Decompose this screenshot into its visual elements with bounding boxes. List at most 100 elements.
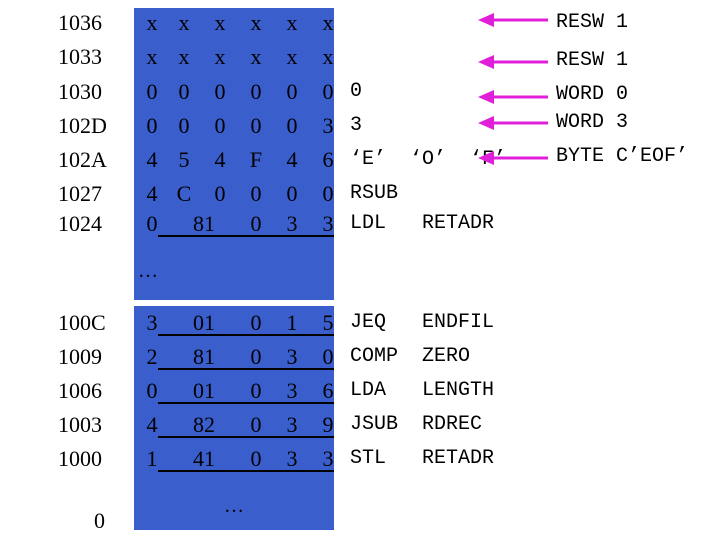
top-byte-2-5: 0 [322, 79, 334, 104]
top-byte-2-4: 0 [286, 79, 298, 104]
bottom-op-3: JSUB [350, 413, 399, 436]
top-byte-1-3: x [250, 44, 262, 69]
bottom-byte-3-4: 3 [286, 412, 298, 437]
bottom-ellipsis: … [224, 495, 244, 517]
top-byte-1-0: x [146, 44, 158, 69]
top-ellipsis: … [138, 260, 158, 282]
top-byte-2-2: 0 [214, 79, 226, 104]
top-byte-3-2: 0 [214, 113, 226, 138]
bottom-byte-0-1: 01 [193, 310, 215, 335]
top-byte-1-5: x [322, 44, 334, 69]
top-byte-4-4: 4 [286, 147, 298, 172]
top-op-5: RSUB [350, 182, 399, 205]
memory-block-lower [134, 306, 334, 530]
declaration-3: WORD 3 [556, 111, 629, 134]
bottom-byte-2-5: 6 [322, 378, 334, 403]
bottom-op-1: COMP [350, 345, 399, 368]
bottom-byte-4-5: 3 [322, 446, 334, 471]
bottom-byte-1-3: 0 [250, 344, 262, 369]
top-byte-4-0: 4 [146, 147, 158, 172]
top-byte-2-1: 0 [178, 79, 190, 104]
bottom-byte-2-4: 3 [286, 378, 298, 403]
top-byte-4-3: F [249, 147, 263, 172]
bottom-byte-4-4: 3 [286, 446, 298, 471]
top-operand-6: RETADR [422, 212, 495, 235]
top-address-0: 1036 [58, 10, 102, 35]
top-byte-4-5: 6 [322, 147, 334, 172]
declaration-2: WORD 0 [556, 83, 629, 106]
top-byte-0-5: x [322, 10, 334, 35]
top-op-6: LDL [350, 212, 387, 235]
top-byte-5-3: 0 [250, 181, 262, 206]
bottom-row-underline-0 [158, 334, 334, 336]
top-byte-0-1: x [178, 10, 190, 35]
bottom-byte-3-0: 4 [146, 412, 158, 437]
bottom-byte-1-0: 2 [146, 344, 158, 369]
top-byte-3-4: 0 [286, 113, 298, 138]
top-op-3: 3 [350, 114, 363, 137]
bottom-address-3: 1003 [58, 412, 102, 437]
bottom-row-underline-4 [158, 470, 334, 472]
bottom-byte-3-1: 82 [193, 412, 215, 437]
bottom-byte-0-3: 0 [250, 310, 262, 335]
top-address-6: 1024 [58, 211, 102, 236]
top-byte-3-3: 0 [250, 113, 262, 138]
top-byte-5-4: 0 [286, 181, 298, 206]
top-byte-2-0: 0 [146, 79, 158, 104]
top-byte-0-0: x [146, 10, 158, 35]
bottom-address-0: 100C [58, 310, 106, 335]
bottom-byte-0-5: 5 [322, 310, 334, 335]
declaration-0: RESW 1 [556, 11, 629, 34]
top-row-underline-6 [158, 235, 334, 237]
bottom-operand-3: RDREC [422, 413, 483, 436]
top-op-2: 0 [350, 80, 363, 103]
bottom-byte-4-3: 0 [250, 446, 262, 471]
top-address-4: 102A [58, 147, 107, 172]
top-byte-5-2: 0 [214, 181, 226, 206]
bottom-byte-3-5: 9 [322, 412, 334, 437]
declaration-1: RESW 1 [556, 49, 629, 72]
bottom-operand-0: ENDFIL [422, 311, 495, 334]
top-byte-5-5: 0 [322, 181, 334, 206]
declaration-4: BYTE C’EOF’ [556, 145, 689, 168]
arrow-icon [478, 151, 548, 165]
top-address-1: 1033 [58, 44, 102, 69]
arrow-icon [478, 90, 548, 104]
top-byte-4-1: 5 [178, 147, 190, 172]
bottom-byte-1-1: 81 [193, 344, 215, 369]
top-byte-5-0: 4 [146, 181, 158, 206]
top-byte-0-2: x [214, 10, 226, 35]
arrow-icon [478, 13, 548, 27]
top-address-2: 1030 [58, 79, 102, 104]
top-address-5: 1027 [58, 181, 102, 206]
bottom-row-underline-1 [158, 368, 334, 370]
top-byte-6-1: 81 [193, 211, 215, 236]
bottom-op-0: JEQ [350, 311, 387, 334]
top-byte-6-4: 3 [286, 211, 298, 236]
top-byte-4-2: 4 [214, 147, 226, 172]
top-byte-6-5: 3 [322, 211, 334, 236]
bottom-row-underline-2 [158, 402, 334, 404]
bottom-byte-2-1: 01 [193, 378, 215, 403]
bottom-byte-0-4: 1 [286, 310, 298, 335]
top-byte-0-4: x [286, 10, 298, 35]
bottom-byte-4-0: 1 [146, 446, 158, 471]
bottom-op-2: LDA [350, 379, 387, 402]
arrow-icon [478, 116, 548, 130]
bottom-byte-2-0: 0 [146, 378, 158, 403]
bottom-address-1: 1009 [58, 344, 102, 369]
bottom-op-4: STL [350, 447, 387, 470]
top-byte-2-3: 0 [250, 79, 262, 104]
top-address-3: 102D [58, 113, 107, 138]
top-op-4: ‘E’ ‘O’ ‘F’ [350, 148, 507, 171]
bottom-byte-1-5: 0 [322, 344, 334, 369]
top-byte-6-3: 0 [250, 211, 262, 236]
bottom-byte-0-0: 3 [146, 310, 158, 335]
bottom-row-underline-3 [158, 436, 334, 438]
top-byte-6-0: 0 [146, 211, 158, 236]
bottom-operand-2: LENGTH [422, 379, 495, 402]
top-byte-5-1: C [176, 181, 192, 206]
memory-block-upper [134, 8, 334, 300]
bottom-address-2: 1006 [58, 378, 102, 403]
